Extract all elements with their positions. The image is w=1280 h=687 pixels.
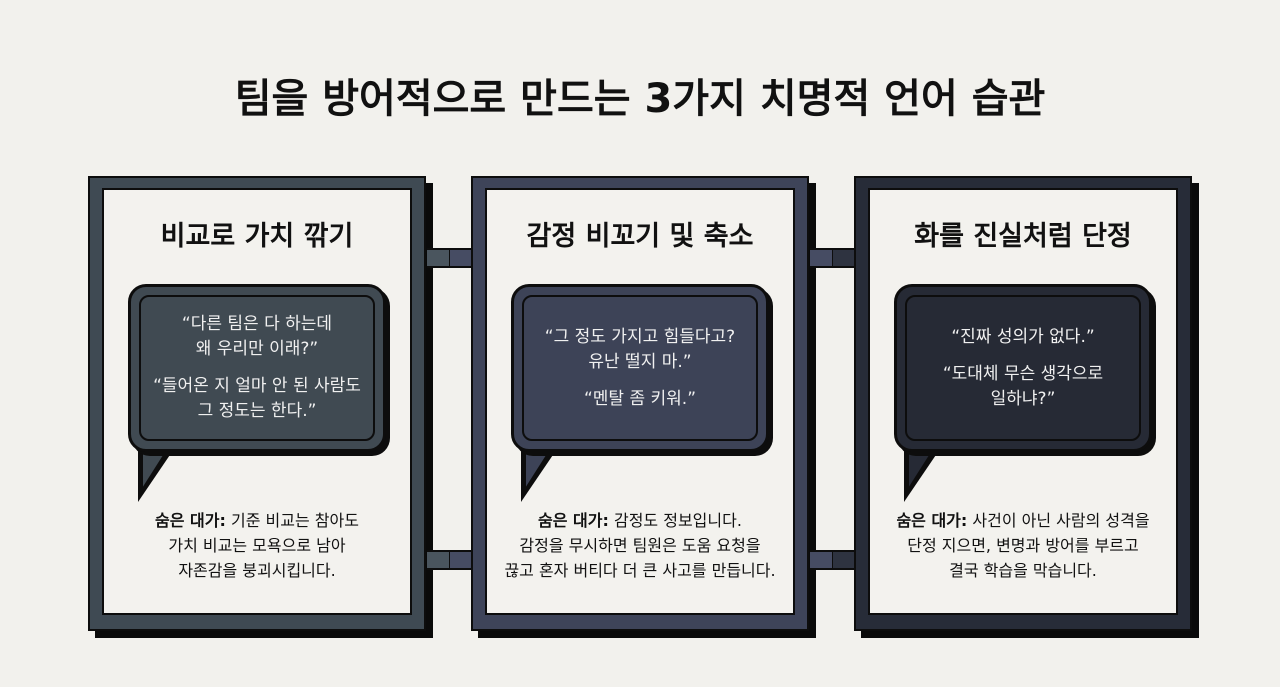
quote: “다른 팀은 다 하는데 왜 우리만 이래?” — [181, 314, 333, 359]
connector-2-3-bottom — [810, 550, 854, 570]
speech-bubble: “진짜 성의가 없다.” “도대체 무슨 생각으로 일하냐?” — [894, 284, 1152, 452]
panel-heading: 감정 비꼬기 및 축소 — [526, 221, 754, 252]
quote: “멘탈 좀 키워.” — [583, 388, 697, 409]
hidden-cost: 숨은 대가: 기준 비교는 참아도 가치 비교는 모욕으로 남아 자존감을 붕괴… — [108, 508, 406, 583]
connector-2-3-top — [810, 248, 854, 268]
speech-bubble: “그 정도 가지고 힘들다고? 유난 떨지 마.” “멘탈 좀 키워.” — [511, 284, 769, 452]
quote: “진짜 성의가 없다.” — [951, 326, 1095, 347]
hidden-cost-label: 숨은 대가: — [155, 511, 226, 530]
connector-1-2-bottom — [427, 550, 471, 570]
page-title: 팀을 방어적으로 만드는 3가지 치명적 언어 습관 — [234, 76, 1046, 122]
hidden-cost-label: 숨은 대가: — [896, 511, 968, 530]
speech-bubble: “다른 팀은 다 하는데 왜 우리만 이래?” “들어온 지 얼마 안 된 사람… — [128, 284, 386, 452]
hidden-cost-text: 사건이 아닌 사람의 성격을 단정 지으면, 변명과 방어를 부르고 결국 학습… — [907, 511, 1150, 580]
speech-bubble-tail-icon — [521, 446, 559, 502]
hidden-cost: 숨은 대가: 사건이 아닌 사람의 성격을 단정 지으면, 변명과 방어를 부르… — [874, 508, 1172, 583]
hidden-cost-text: 감정도 정보입니다. 감정을 무시하면 팀원은 도움 요청을 끊고 혼자 버티다… — [504, 511, 776, 580]
speech-bubble-tail-icon — [138, 446, 176, 502]
panel-heading: 비교로 가치 깎기 — [160, 221, 354, 252]
hidden-cost: 숨은 대가: 감정도 정보입니다. 감정을 무시하면 팀원은 도움 요청을 끊고… — [491, 508, 789, 583]
quote: “그 정도 가지고 힘들다고? 유난 떨지 마.” — [544, 326, 736, 372]
panel-heading: 화를 진실처럼 단정 — [914, 221, 1132, 252]
panel-anger-as-truth: 화를 진실처럼 단정 “진짜 성의가 없다.” “도대체 무슨 생각으로 일하냐… — [854, 176, 1192, 631]
quote: “들어온 지 얼마 안 된 사람도 그 정도는 한다.” — [153, 376, 361, 421]
hidden-cost-text: 기준 비교는 참아도 가치 비교는 모욕으로 남아 자존감을 붕괴시킵니다. — [168, 511, 359, 580]
panel-comparison: 비교로 가치 깎기 “다른 팀은 다 하는데 왜 우리만 이래?” “들어온 지… — [88, 176, 426, 631]
speech-bubble-tail-icon — [904, 446, 942, 502]
quote: “도대체 무슨 생각으로 일하냐?” — [942, 363, 1104, 409]
hidden-cost-label: 숨은 대가: — [538, 511, 609, 530]
panel-emotional-dismissal: 감정 비꼬기 및 축소 “그 정도 가지고 힘들다고? 유난 떨지 마.” “멘… — [471, 176, 809, 631]
connector-1-2-top — [427, 248, 471, 268]
